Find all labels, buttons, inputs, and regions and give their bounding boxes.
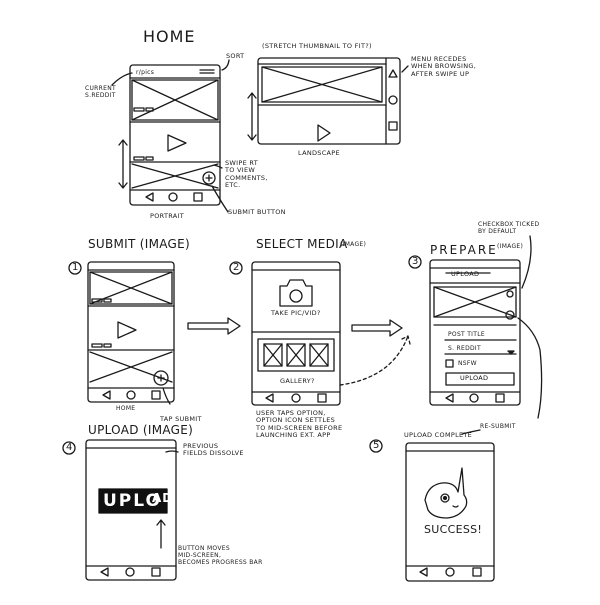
annotation-arrow <box>402 66 408 72</box>
annotation-arrow <box>112 73 132 85</box>
section-title-prepare: PREPARE <box>430 244 498 258</box>
annotation-resubmit: RE-SUBMIT <box>480 424 516 431</box>
step-number: 5 <box>373 440 380 452</box>
section-subtitle-select-media: (IMAGE) <box>340 242 366 249</box>
annotation-button-moves: BUTTON MOVES MID-SCREEN, BECOMES PROGRES… <box>178 546 263 567</box>
flow-arrow <box>188 318 240 334</box>
take-pic-label: TAKE PIC/VID? <box>271 310 321 317</box>
home-portrait-phone <box>130 65 220 205</box>
annotation-arrow <box>166 451 178 452</box>
annotation-submit-button: SUBMIT BUTTON <box>228 209 286 216</box>
annotation-swipe: SWIPE RT TO VIEW COMMENTS, ETC. <box>225 160 268 190</box>
step-number: 4 <box>66 442 73 454</box>
section-title-home: HOME <box>143 28 196 46</box>
section-subtitle-prepare: (IMAGE) <box>497 244 523 251</box>
caption-landscape: LANDSCAPE <box>298 150 340 157</box>
caption-home: HOME <box>116 406 135 413</box>
annotation-user-taps: USER TAPS OPTION, OPTION ICON SETTLES TO… <box>256 410 342 440</box>
scroll-arrow <box>248 93 256 140</box>
annotation-current-subreddit: CURRENT S.REDDIT <box>85 86 116 100</box>
annotation-menu-recedes: MENU RECEDES WHEN BROWSING, AFTER SWIPE … <box>411 56 476 78</box>
section-title-upload: UPLOAD (IMAGE) <box>88 424 193 438</box>
annotation-arrow <box>222 60 229 70</box>
annotation-arrow <box>522 236 531 288</box>
upload-button: UPLOAD <box>460 375 488 382</box>
post-title-field: POST TITLE <box>448 332 485 339</box>
annotation-stretch: (STRETCH THUMBNAIL TO FIT?) <box>262 43 372 50</box>
step-number: 1 <box>72 262 79 274</box>
upload-progress-text-end: AD <box>152 492 173 506</box>
gallery-label: GALLERY? <box>280 378 315 385</box>
caption-portrait: PORTRAIT <box>150 213 184 220</box>
step-number: 3 <box>412 256 419 268</box>
nsfw-checkbox-label: NSFW <box>458 361 477 368</box>
annotation-arrow <box>214 165 222 168</box>
section-title-submit: SUBMIT (IMAGE) <box>88 238 190 252</box>
annotation-arrow <box>157 520 165 548</box>
annotation-arrow <box>518 318 542 418</box>
subreddit-select: S. REDDIT <box>448 346 481 353</box>
section-title-select-media: SELECT MEDIA <box>256 238 348 252</box>
scroll-arrow <box>119 140 127 188</box>
submit-home-phone <box>69 262 174 402</box>
flow-arrow <box>352 320 402 336</box>
section-title-upload-complete: UPLOAD COMPLETE <box>404 432 472 439</box>
prepare-upload-title: UPLOAD <box>451 271 479 278</box>
success-message: SUCCESS! <box>424 524 482 537</box>
top-bar-label: r/pics <box>136 70 154 77</box>
annotation-sort: SORT <box>226 53 244 60</box>
step-number: 2 <box>233 262 240 274</box>
annotation-checkbox-ticked: CHECKBOX TICKED BY DEFAULT <box>478 222 539 236</box>
flow-arrow-dashed <box>340 336 410 385</box>
upload-complete-phone <box>370 440 494 581</box>
home-landscape-phone <box>258 58 400 144</box>
annotation-previous-fields: PREVIOUS FIELDS DISSOLVE <box>183 443 244 458</box>
